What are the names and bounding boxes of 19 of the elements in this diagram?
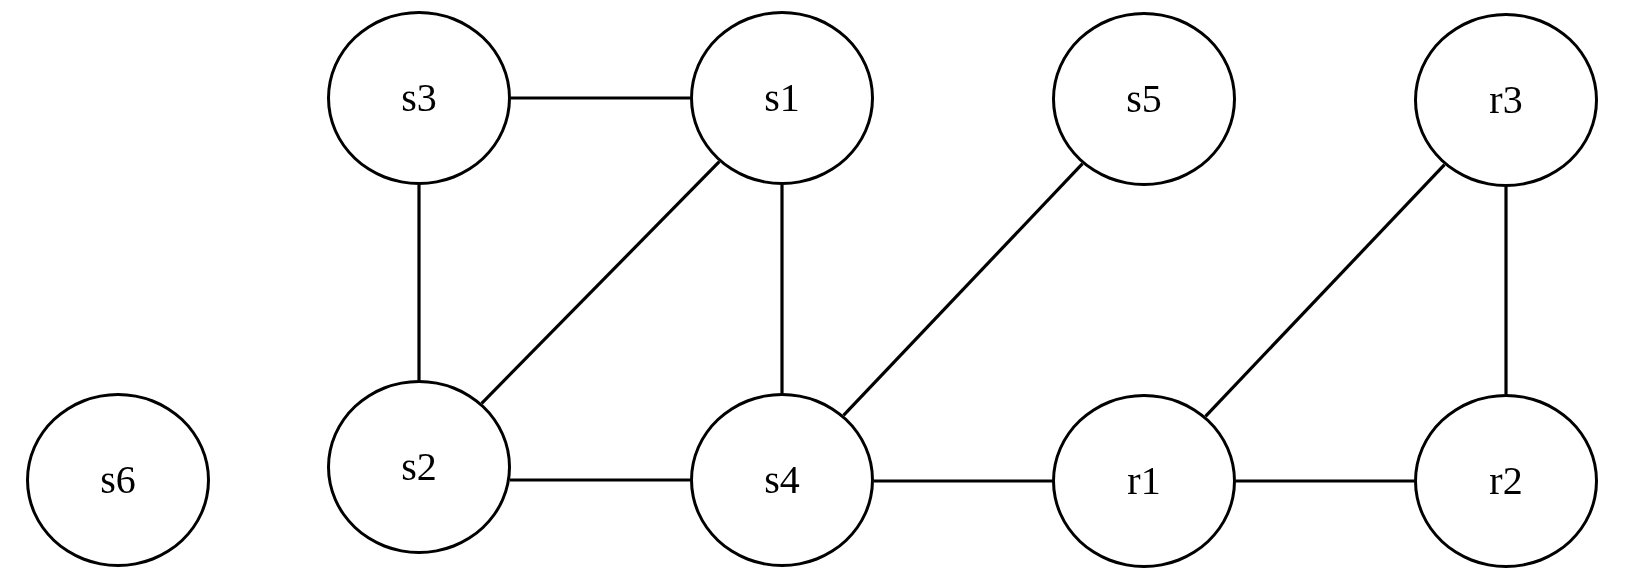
node-label: r3 [1489,80,1523,120]
node-label: r2 [1489,461,1523,501]
node-label: s2 [401,447,437,487]
connector-line [780,185,784,393]
connector-line [842,162,1084,417]
node-label: r1 [1127,461,1161,501]
connector-line [511,96,690,100]
node-label: s3 [401,78,437,118]
connector-line [1504,187,1508,394]
connector-line [417,185,421,380]
connector-line [480,160,721,405]
node-label: s6 [100,460,136,500]
node-label: s1 [764,78,800,118]
connector-line [1236,479,1414,483]
connector-line [510,478,690,482]
connector-line [874,479,1052,483]
connector-line [1204,163,1446,418]
node-label: s4 [764,460,800,500]
node-label: s5 [1126,79,1162,119]
